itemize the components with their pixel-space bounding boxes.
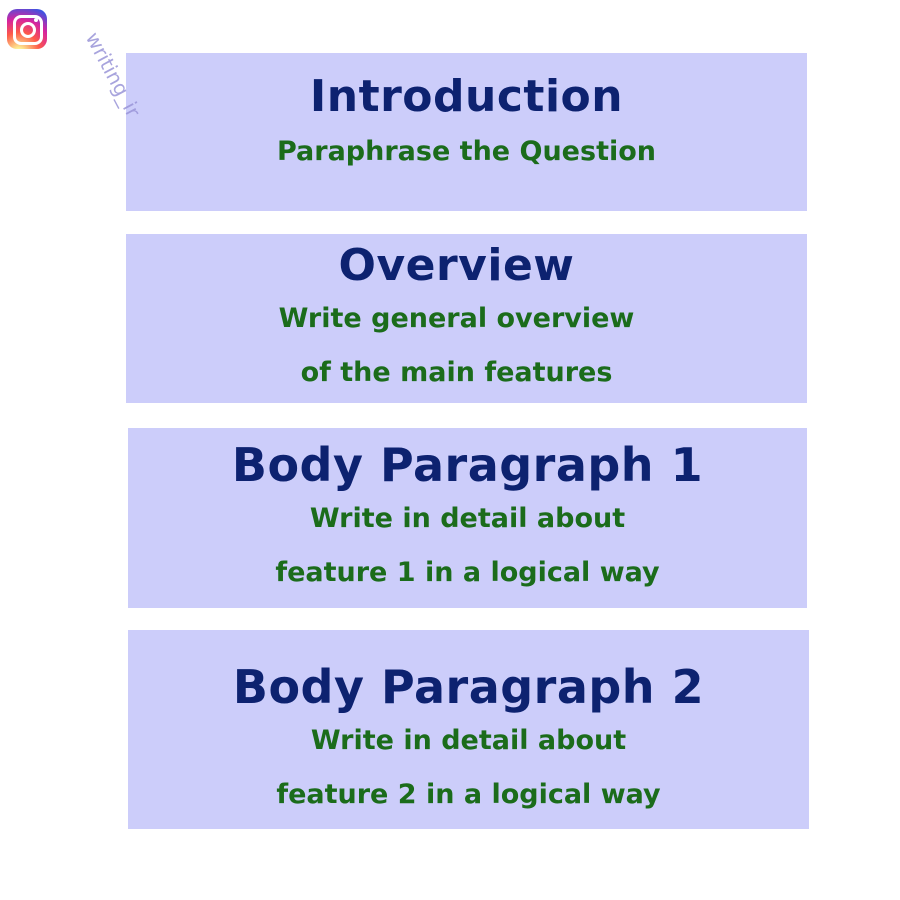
section-description-line-2: of the main features — [300, 357, 613, 388]
section-body-paragraph-1: Body Paragraph 1 Write in detail about f… — [128, 428, 807, 608]
instagram-icon-lens — [20, 22, 36, 38]
section-overview: Overview Write general overview of the m… — [126, 234, 807, 403]
section-description-line-2: feature 1 in a logical way — [275, 557, 660, 588]
section-description-line-1: Write in detail about — [310, 725, 627, 756]
section-description: Paraphrase the Question — [276, 136, 656, 167]
section-description-line-1: Write general overview — [278, 303, 635, 334]
instagram-icon-ring — [13, 15, 43, 45]
section-title: Body Paragraph 2 — [232, 660, 705, 714]
instagram-icon — [7, 9, 47, 49]
section-title: Introduction — [309, 71, 624, 122]
section-title: Overview — [338, 240, 575, 291]
section-introduction: Introduction Paraphrase the Question — [126, 53, 807, 211]
section-body-paragraph-2: Body Paragraph 2 Write in detail about f… — [128, 630, 809, 829]
instagram-icon-dot — [34, 18, 38, 22]
section-title: Body Paragraph 1 — [231, 438, 704, 492]
section-description-line-2: feature 2 in a logical way — [276, 779, 661, 810]
section-description-line-1: Write in detail about — [309, 503, 626, 534]
